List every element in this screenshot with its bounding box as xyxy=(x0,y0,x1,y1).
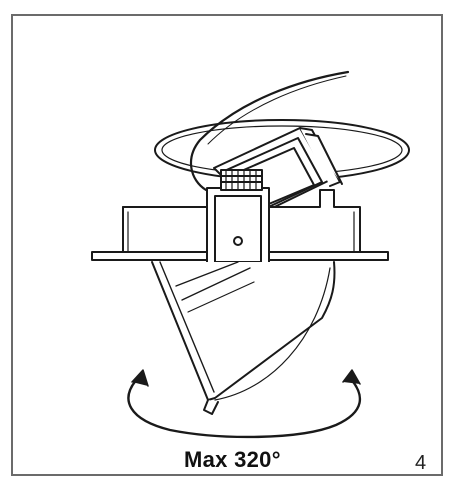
rotation-arc-path xyxy=(127,376,362,439)
power-cable xyxy=(189,70,350,192)
rotation-caption: Max 320° xyxy=(184,447,281,472)
rotation-arrows xyxy=(127,369,362,439)
terminal-block xyxy=(206,169,270,271)
lamp-body-lower xyxy=(151,261,336,415)
rotation-arrow-left-icon xyxy=(131,369,149,387)
swing-arc xyxy=(214,267,331,401)
rotation-arrow-right-icon xyxy=(342,369,361,385)
diagram-frame xyxy=(11,14,443,476)
page-number: 4 xyxy=(415,452,427,474)
